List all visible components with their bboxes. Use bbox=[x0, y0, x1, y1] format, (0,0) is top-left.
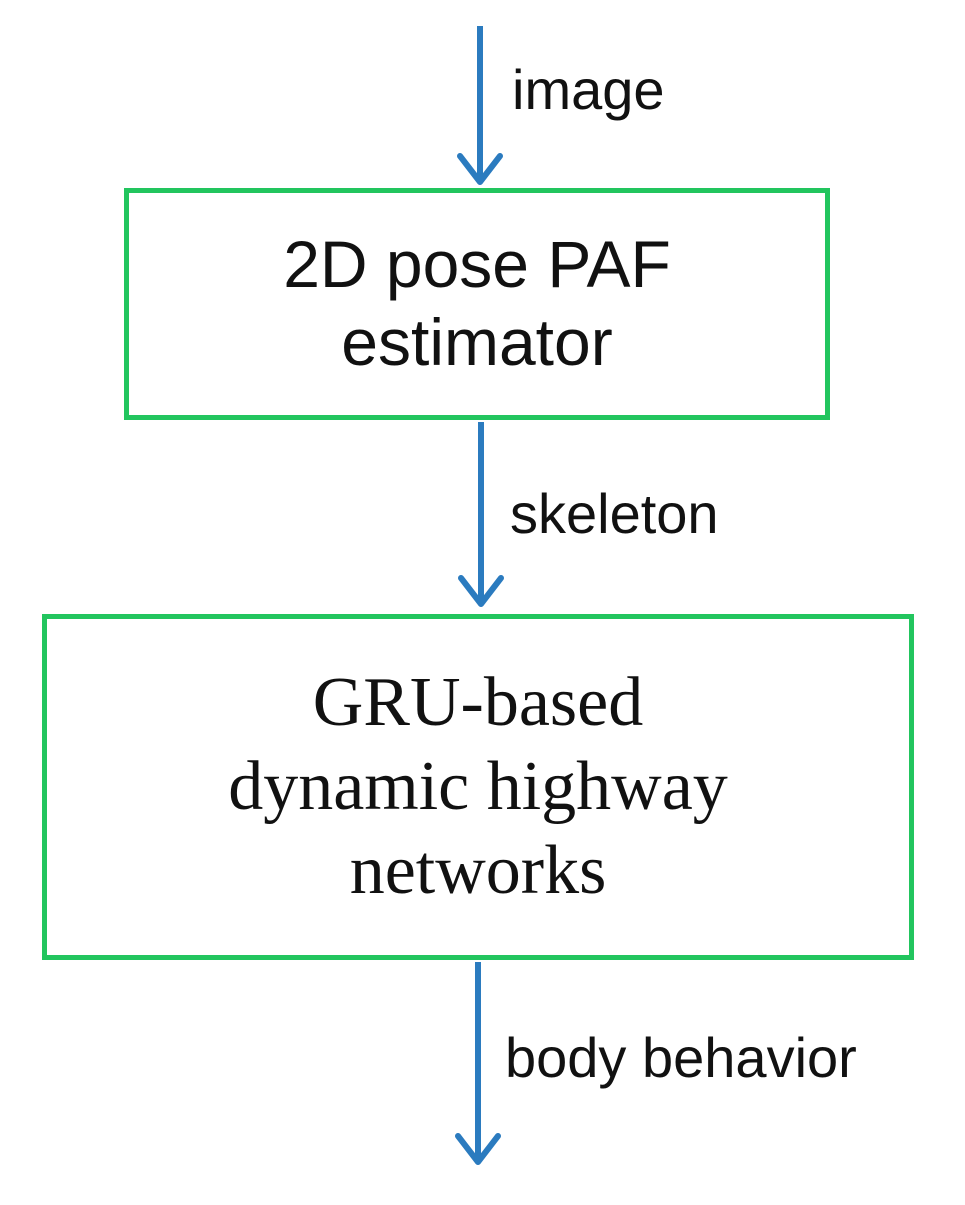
gru-network-line-3: networks bbox=[349, 832, 607, 909]
input-edge-label: image bbox=[512, 58, 665, 121]
middle-edge-label: skeleton bbox=[510, 482, 719, 545]
output-arrow bbox=[455, 962, 501, 1165]
gru-network-line-2: dynamic highway bbox=[228, 748, 728, 825]
output-edge-label: body behavior bbox=[505, 1026, 857, 1089]
pose-estimator-line-1: 2D pose PAF bbox=[283, 227, 671, 302]
output-arrow-head bbox=[455, 1133, 501, 1165]
pose-estimator-line-2: estimator bbox=[341, 305, 613, 379]
gru-network-node: GRU-based dynamic highway networks bbox=[42, 614, 914, 960]
input-arrow-head bbox=[457, 153, 503, 185]
gru-network-line-1: GRU-based bbox=[312, 664, 644, 741]
input-arrow bbox=[457, 26, 503, 185]
middle-arrow-head bbox=[458, 575, 504, 607]
pose-estimator-node: 2D pose PAF estimator bbox=[124, 188, 830, 420]
middle-arrow bbox=[458, 422, 504, 607]
